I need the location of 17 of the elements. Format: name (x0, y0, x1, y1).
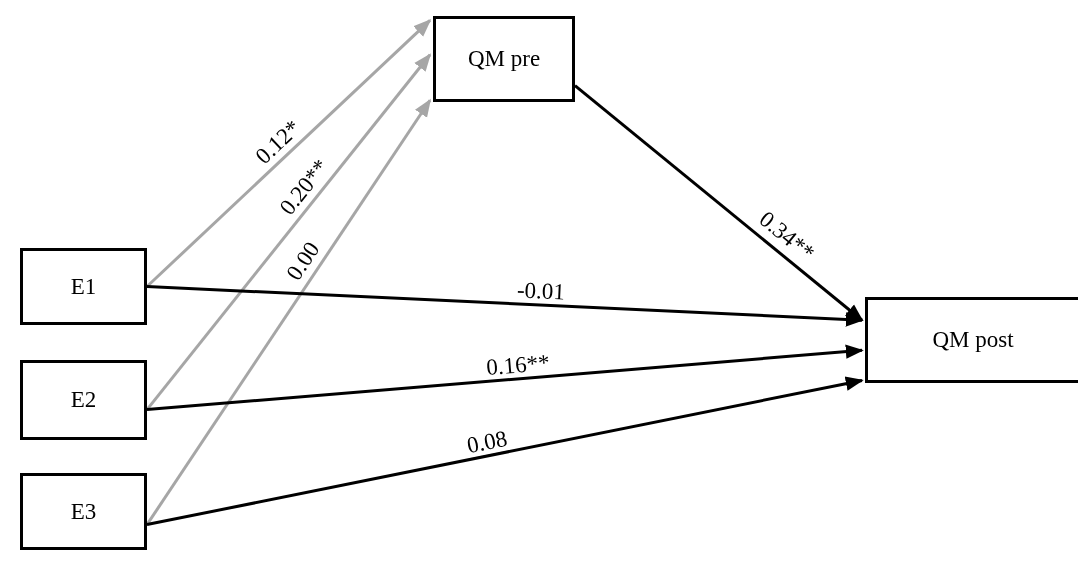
variable-box (433, 16, 575, 102)
variable-box (865, 297, 1078, 383)
arrow (145, 98, 432, 526)
arrow (145, 53, 432, 411)
arrow (574, 84, 864, 322)
variable-box (20, 473, 147, 550)
variable-label: QM pre (467, 46, 541, 72)
arrow (146, 344, 864, 412)
variable-label: QM post (932, 327, 1014, 353)
arrow (145, 19, 432, 288)
variable-box (20, 248, 147, 325)
arrow (146, 376, 864, 527)
arrow (146, 285, 864, 327)
variable-label: E1 (70, 273, 97, 300)
variable-box (20, 360, 147, 440)
variable-label: E3 (70, 498, 97, 525)
variable-label: E2 (70, 387, 97, 413)
